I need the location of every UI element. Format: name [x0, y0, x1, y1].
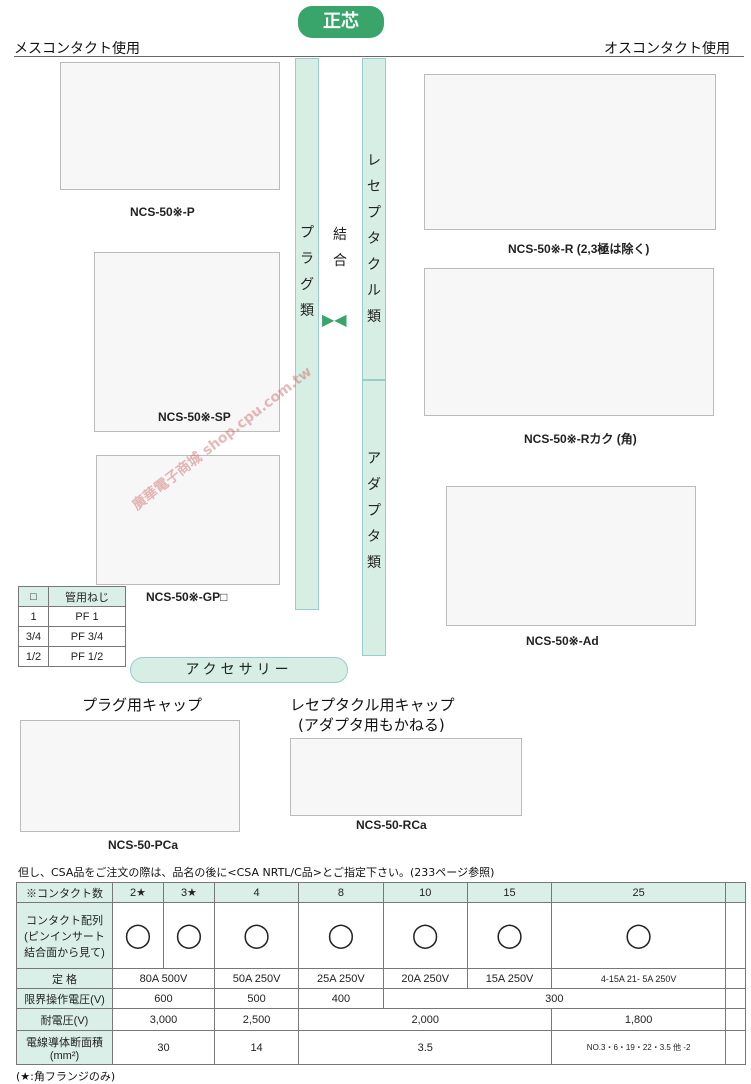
csa-note: 但し、CSA品をご注文の際は、品名の後に<CSA NRTL/C品>とご指定下さい… — [18, 866, 495, 879]
model-sp: NCS-50※-SP — [158, 410, 231, 424]
layout-15: ◯ — [466, 902, 553, 969]
plug-cap-title: プラグ用キャップ — [82, 696, 203, 714]
rec-r-drawing — [424, 74, 716, 230]
rec-cap-title: レセプタクル用キャップ — [290, 696, 455, 714]
plug-bar — [295, 58, 319, 610]
join-label: 結合 — [333, 227, 347, 269]
model-pca: NCS-50-PCa — [108, 838, 179, 852]
layout-3: ◯ — [162, 902, 215, 969]
layout-10: ◯ — [382, 902, 468, 969]
join-arrows: ▶◀ — [322, 310, 347, 329]
model-r: NCS-50※-R (2,3極は除く) — [508, 242, 650, 256]
plug-p-drawing — [60, 62, 280, 190]
adapter-bar — [362, 380, 386, 656]
receptacle-label: レセプタクル類 — [367, 153, 381, 325]
accessory-bar: アクセサリー — [130, 657, 348, 683]
layout-2: ◯ — [112, 902, 164, 969]
rec-cap-note: (アダプタ用もかねる) — [298, 716, 445, 734]
model-rca: NCS-50-RCa — [356, 818, 427, 832]
rec-rk-drawing — [424, 268, 714, 416]
plug-label: プラグ類 — [300, 225, 314, 319]
left-title: メスコンタクト使用 — [14, 41, 140, 57]
adapter-drawing — [446, 486, 696, 626]
footnote: (★:角フランジのみ) — [16, 1070, 116, 1083]
model-gp: NCS-50※-GP□ — [146, 590, 228, 604]
header-rule — [14, 56, 744, 57]
rec-cap-drawing — [290, 738, 522, 816]
right-title: オスコンタクト使用 — [604, 41, 730, 57]
adapter-label: アダプタ類 — [367, 451, 381, 571]
model-ad: NCS-50※-Ad — [526, 634, 599, 648]
plug-sp-drawing — [94, 252, 280, 432]
model-rk: NCS-50※-Rカク (角) — [524, 432, 637, 446]
receptacle-bar — [362, 58, 386, 380]
badge: 正芯 — [298, 6, 384, 38]
layout-25: ◯ — [551, 902, 726, 969]
plug-gp-drawing — [96, 455, 280, 585]
spec-table: ※コンタクト数 2★ 3★ 4 8 10 15 25 コンタクト配列 (ピンイン… — [16, 882, 746, 1065]
layout-8: ◯ — [298, 902, 384, 969]
layout-4: ◯ — [213, 902, 300, 969]
model-p: NCS-50※-P — [130, 205, 195, 219]
plug-cap-drawing — [20, 720, 240, 832]
